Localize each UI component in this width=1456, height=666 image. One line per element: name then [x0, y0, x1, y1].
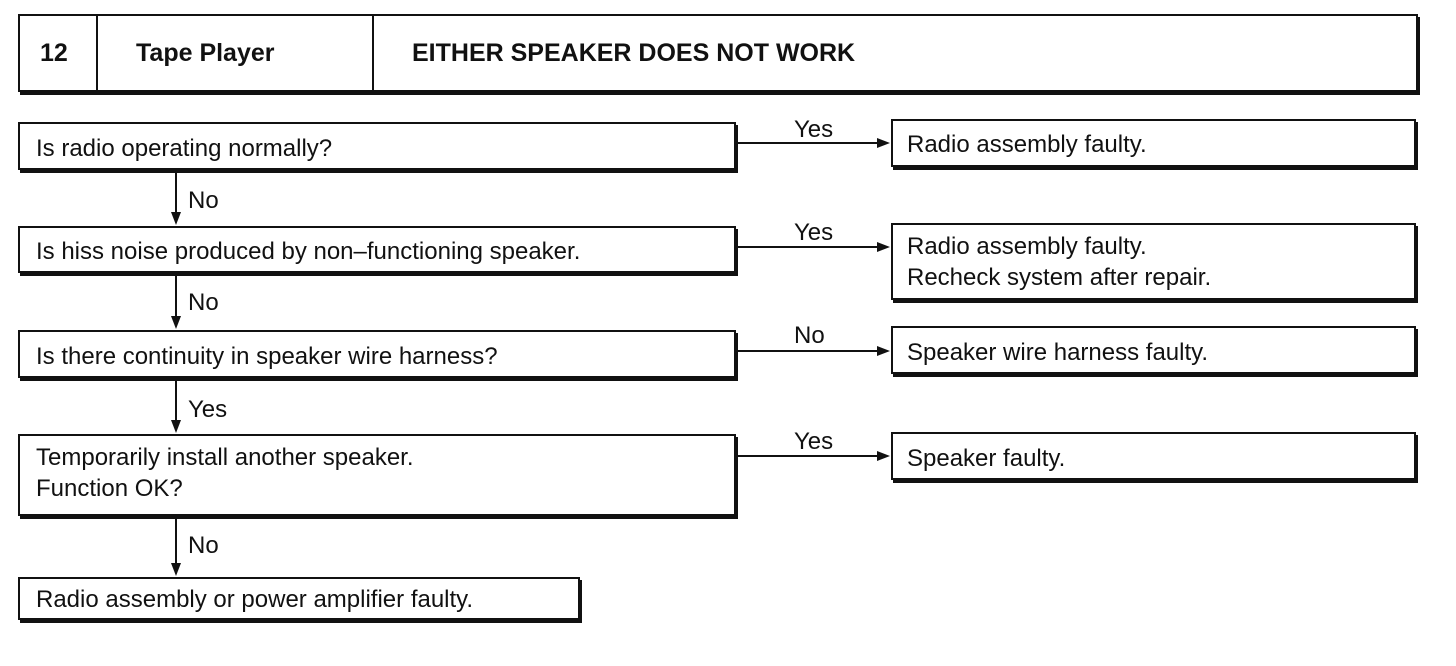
header-number: 12	[40, 38, 68, 67]
result-text: Speaker wire harness faulty.	[907, 339, 1209, 366]
arrowhead	[171, 212, 181, 225]
branch-label-no: No	[794, 322, 825, 349]
question-text: Is there continuity in speaker wire harn…	[36, 343, 498, 370]
result-box-speaker-faulty: Speaker faulty.	[891, 432, 1416, 480]
question-text: Is hiss noise produced by non–functionin…	[36, 238, 581, 265]
branch-label-yes: Yes	[794, 116, 834, 143]
result-text: Radio assembly faulty.	[907, 131, 1147, 158]
result-box-radio-faulty: Radio assembly faulty.	[891, 119, 1416, 167]
header-system: Tape Player	[136, 38, 275, 67]
branch-label-yes: Yes	[794, 428, 834, 455]
result-text: Radio assembly faulty.	[907, 233, 1147, 260]
arrowhead	[171, 316, 181, 329]
question-text: Temporarily install another speaker.	[36, 444, 414, 471]
arrowhead	[877, 451, 890, 461]
question-box-continuity: Is there continuity in speaker wire harn…	[18, 330, 736, 378]
header-divider	[372, 16, 374, 90]
arrowhead	[171, 420, 181, 433]
branch-label-yes: Yes	[188, 396, 228, 423]
question-box-radio-operating: Is radio operating normally?	[18, 122, 736, 170]
branch-label-yes: Yes	[794, 219, 834, 246]
arrowhead	[877, 242, 890, 252]
result-text: Radio assembly or power amplifier faulty…	[36, 586, 474, 613]
question-box-install-speaker: Temporarily install another speaker. Fun…	[18, 434, 736, 516]
result-box-final: Radio assembly or power amplifier faulty…	[18, 577, 580, 620]
result-box-radio-faulty-recheck: Radio assembly faulty. Recheck system af…	[891, 223, 1416, 300]
header-divider	[96, 16, 98, 90]
arrowhead	[877, 138, 890, 148]
header-bar: 12 Tape Player EITHER SPEAKER DOES NOT W…	[18, 14, 1418, 92]
arrowhead	[171, 563, 181, 576]
result-text: Recheck system after repair.	[907, 264, 1212, 291]
branch-label-no: No	[188, 289, 219, 316]
question-text: Is radio operating normally?	[36, 135, 333, 162]
header-problem: EITHER SPEAKER DOES NOT WORK	[412, 38, 856, 67]
arrowhead	[877, 346, 890, 356]
branch-label-no: No	[188, 532, 219, 559]
question-box-hiss-noise: Is hiss noise produced by non–functionin…	[18, 226, 736, 273]
question-text: Function OK?	[36, 475, 183, 502]
branch-label-no: No	[188, 187, 219, 214]
result-text: Speaker faulty.	[907, 445, 1066, 472]
result-box-harness-faulty: Speaker wire harness faulty.	[891, 326, 1416, 374]
